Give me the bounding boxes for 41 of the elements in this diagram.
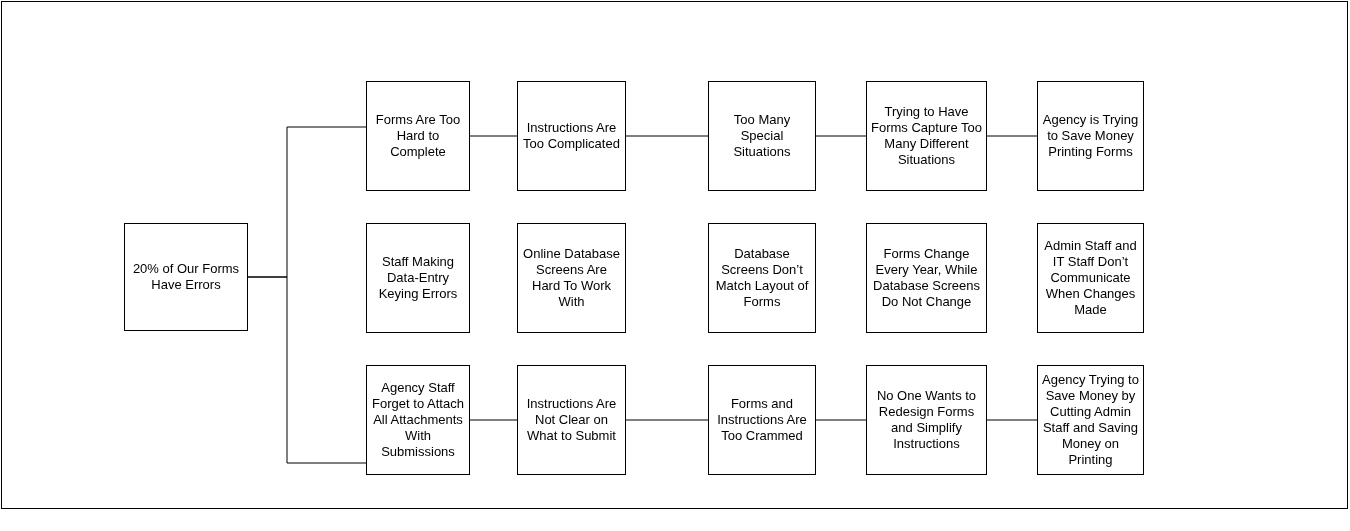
cause-box [366, 81, 470, 191]
cause-box [366, 365, 470, 475]
connector-line [625, 419, 709, 421]
box-text: Agency Staff Forget to Attach All Attachments With Submissions [371, 380, 465, 460]
cause-box [866, 223, 987, 333]
connector-line [469, 419, 518, 421]
cause-box [866, 81, 987, 191]
cause-box [366, 223, 470, 333]
cause-box [866, 365, 987, 475]
cause-box [517, 81, 626, 191]
connector-line [986, 135, 1038, 137]
connector-line [815, 419, 867, 421]
cause-box [708, 223, 816, 333]
box-text: Admin Staff and IT Staff Don’t Communicate When Changes Made [1043, 238, 1138, 318]
cause-box [1037, 81, 1144, 191]
cause-box [1037, 223, 1144, 333]
box-text: Instructions Are Not Clear on What to Submit [525, 396, 618, 444]
cause-box [124, 223, 248, 331]
box-text: Too Many Special Situations [732, 112, 792, 160]
connector-line [625, 135, 709, 137]
connector-line [469, 135, 518, 137]
cause-box [708, 365, 816, 475]
cause-box [708, 81, 816, 191]
cause-box [517, 223, 626, 333]
box-text: Staff Making Data-Entry Keying Errors [377, 254, 459, 302]
box-text: Online Database Screens Are Hard To Work With [522, 246, 621, 310]
box-text: Forms Are Too Hard to Complete [374, 112, 462, 160]
box-text: Agency Trying to Save Money by Cutting Admin Staff and Saving Money on Printing [1041, 372, 1140, 468]
box-text: 20% of Our Forms Have Errors [131, 261, 241, 293]
cause-box [1037, 365, 1144, 475]
box-text: Forms Change Every Year, While Database Screens Do Not Change [872, 246, 981, 310]
connector-line [247, 276, 367, 464]
box-text: Forms and Instructions Are Too Crammed [716, 396, 808, 444]
box-text: Trying to Have Forms Capture Too Many Different Situations [870, 104, 983, 168]
connector-line [986, 419, 1038, 421]
connector-line [815, 135, 867, 137]
box-text: Instructions Are Too Complicated [522, 120, 621, 152]
box-text: Agency is Trying to Save Money Printing Forms [1041, 112, 1140, 160]
cause-box [517, 365, 626, 475]
box-text: Database Screens Don’t Match Layout of Forms [714, 246, 810, 310]
box-text: No One Wants to Redesign Forms and Simplify Instructions [875, 388, 978, 452]
